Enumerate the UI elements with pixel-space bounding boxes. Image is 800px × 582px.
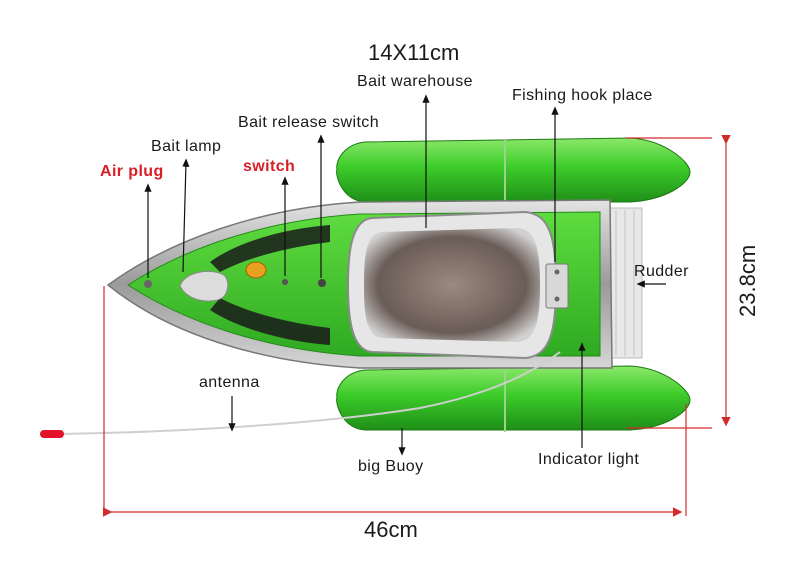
air-plug-label: Air plug bbox=[100, 163, 164, 180]
bait-lamp-label: Bait lamp bbox=[151, 138, 222, 155]
leader-lines bbox=[144, 94, 666, 456]
rudder-label: Rudder bbox=[634, 263, 689, 280]
width-dimension-label: 23.8cm bbox=[735, 244, 760, 317]
antenna-tip bbox=[40, 430, 64, 438]
switch-label: switch bbox=[243, 158, 296, 175]
length-dimension-label: 46cm bbox=[364, 517, 418, 542]
top-pontoon bbox=[336, 137, 691, 204]
antenna-label: antenna bbox=[199, 374, 260, 391]
dimension-lines bbox=[102, 134, 731, 517]
hook-plate bbox=[545, 263, 569, 309]
rudder-grille bbox=[607, 207, 643, 359]
big-buoy-label: big Buoy bbox=[358, 458, 424, 475]
bait-release-switch-label: Bait release switch bbox=[238, 114, 379, 131]
bait-warehouse-label: Bait warehouse bbox=[357, 73, 473, 90]
bait-bin bbox=[346, 210, 558, 360]
fishing-hook-place-label: Fishing hook place bbox=[512, 87, 653, 104]
antenna bbox=[40, 351, 561, 438]
indicator-light-label: Indicator light bbox=[538, 451, 640, 468]
bait-lamp-leader bbox=[182, 158, 190, 273]
bait-warehouse-size-label: 14X11cm bbox=[368, 40, 460, 65]
bottom-pontoon bbox=[336, 365, 691, 432]
